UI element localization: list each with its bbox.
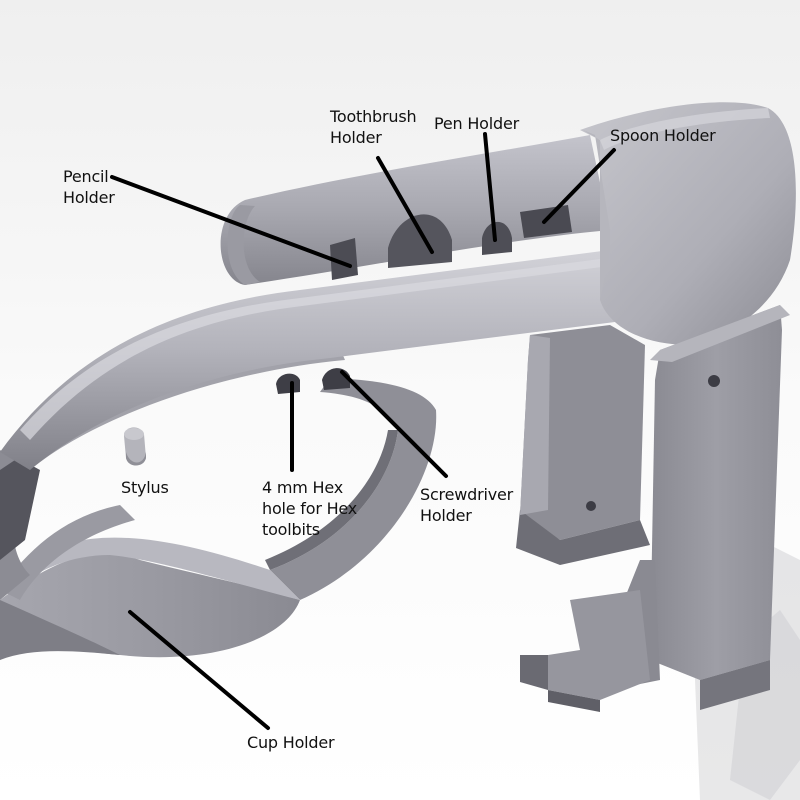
front-bracket: [520, 305, 790, 712]
pencil-slot: [330, 238, 358, 280]
screw-hole: [708, 375, 720, 387]
spoon-holder-label: Spoon Holder: [610, 126, 716, 145]
stylus-label: Stylus: [121, 478, 169, 497]
toothbrush-holder-label: Toothbrush Holder: [330, 107, 417, 147]
cup-leader: [128, 610, 270, 730]
leader-lines: [110, 132, 616, 730]
spoon-leader: [542, 148, 616, 224]
pen-holder-label: Pen Holder: [434, 114, 519, 133]
upper-holder-bar: [220, 135, 610, 285]
pen-leader: [483, 132, 497, 242]
toothbrush-leader: [376, 156, 434, 254]
pen-slot: [482, 221, 512, 255]
hex-hole-label: 4 mm Hex hole for Hex toolbits: [262, 478, 358, 539]
pencil-leader: [110, 175, 352, 268]
screwdriver-leader: [340, 370, 448, 478]
screwdriver-holder-label: Screwdriver Holder: [420, 485, 513, 525]
cup-holder-label: Cup Holder: [247, 733, 335, 752]
pencil-holder-label: Pencil Holder: [63, 167, 115, 207]
toothbrush-slot: [388, 214, 452, 268]
elbow-joint: [580, 102, 796, 345]
stylus-nub: [124, 427, 146, 466]
rear-bracket: [516, 325, 650, 565]
